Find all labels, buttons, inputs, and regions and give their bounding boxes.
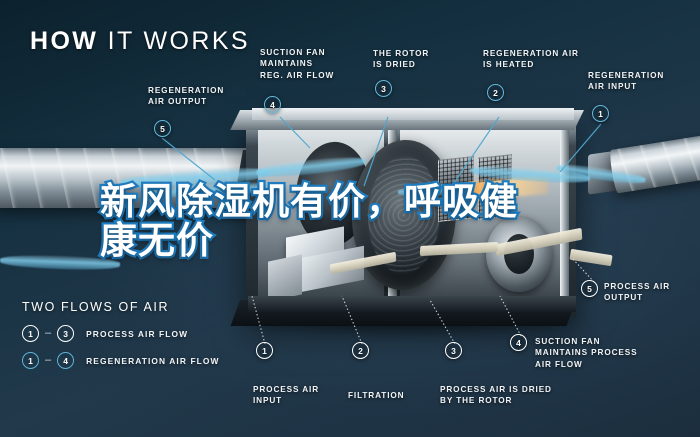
legend-dash-regen: – xyxy=(45,354,52,366)
page-title: HOW IT WORKS xyxy=(30,27,250,56)
marker-filtration[interactable]: 2 xyxy=(352,342,369,359)
legend: TWO FLOWS OF AIR 1 – 3 PROCESS AIR FLOW … xyxy=(22,300,220,379)
label-suction-fan-process: SUCTION FAN MAINTAINS PROCESS AIR FLOW xyxy=(535,337,638,369)
legend-label-process: PROCESS AIR FLOW xyxy=(86,328,189,339)
label-process-air-input: PROCESS AIR INPUT xyxy=(253,385,320,406)
label-process-air-dried: PROCESS AIR IS DRIED BY THE ROTOR xyxy=(440,385,552,406)
legend-row-process-air-flow: 1 – 3 PROCESS AIR FLOW xyxy=(22,325,220,342)
marker-regeneration-air-output[interactable]: 5 xyxy=(154,120,171,137)
marker-process-air-output[interactable]: 5 xyxy=(581,280,598,297)
legend-dash-process: – xyxy=(45,327,52,339)
legend-circle-regen-from: 1 xyxy=(22,352,39,369)
marker-process-air-input[interactable]: 1 xyxy=(256,342,273,359)
marker-regeneration-air-heated[interactable]: 2 xyxy=(487,84,504,101)
overlay-headline-line1: 新风除湿机有价，呼吸健 xyxy=(98,180,520,224)
filtration-box-3 xyxy=(268,254,302,302)
legend-title: TWO FLOWS OF AIR xyxy=(22,300,170,314)
label-regeneration-air-heated: REGENERATION AIR IS HEATED xyxy=(483,49,579,70)
marker-process-air-dried[interactable]: 3 xyxy=(445,342,462,359)
marker-regeneration-air-input[interactable]: 1 xyxy=(592,105,609,122)
cabinet-base-face xyxy=(248,296,576,312)
duct-right-spiral xyxy=(608,131,700,194)
page-title-light: IT WORKS xyxy=(98,27,250,55)
legend-row-regeneration-air-flow: 1 – 4 REGENERATION AIR FLOW xyxy=(22,352,220,369)
label-filtration: FILTRATION xyxy=(348,391,405,400)
cabinet-top-face xyxy=(252,108,574,120)
marker-suction-fan-process[interactable]: 4 xyxy=(510,334,527,351)
legend-circle-regen-to: 4 xyxy=(57,352,75,369)
label-regeneration-air-input: REGENERATION AIR INPUT xyxy=(588,71,665,92)
overlay-headline-line2: 康无价 xyxy=(98,219,216,263)
label-regeneration-air-output: REGENERATION AIR OUTPUT xyxy=(148,86,225,107)
legend-label-regen: REGENERATION AIR FLOW xyxy=(86,355,220,366)
label-rotor-dried: THE ROTOR IS DRIED xyxy=(373,49,430,70)
legend-circle-process-from: 1 xyxy=(22,325,39,342)
overlay-headline: 新风除湿机有价，呼吸健 康无价 xyxy=(98,180,620,263)
page-title-bold: HOW xyxy=(30,27,99,55)
label-suction-fan-reg: SUCTION FAN MAINTAINS REG. AIR FLOW xyxy=(260,48,335,80)
marker-rotor-dried[interactable]: 3 xyxy=(375,80,392,97)
marker-suction-fan-reg[interactable]: 4 xyxy=(264,96,281,113)
legend-circle-process-to: 3 xyxy=(57,325,75,342)
chamber-divider-post-right xyxy=(560,126,569,306)
label-process-air-output: PROCESS AIR OUTPUT xyxy=(604,282,671,303)
